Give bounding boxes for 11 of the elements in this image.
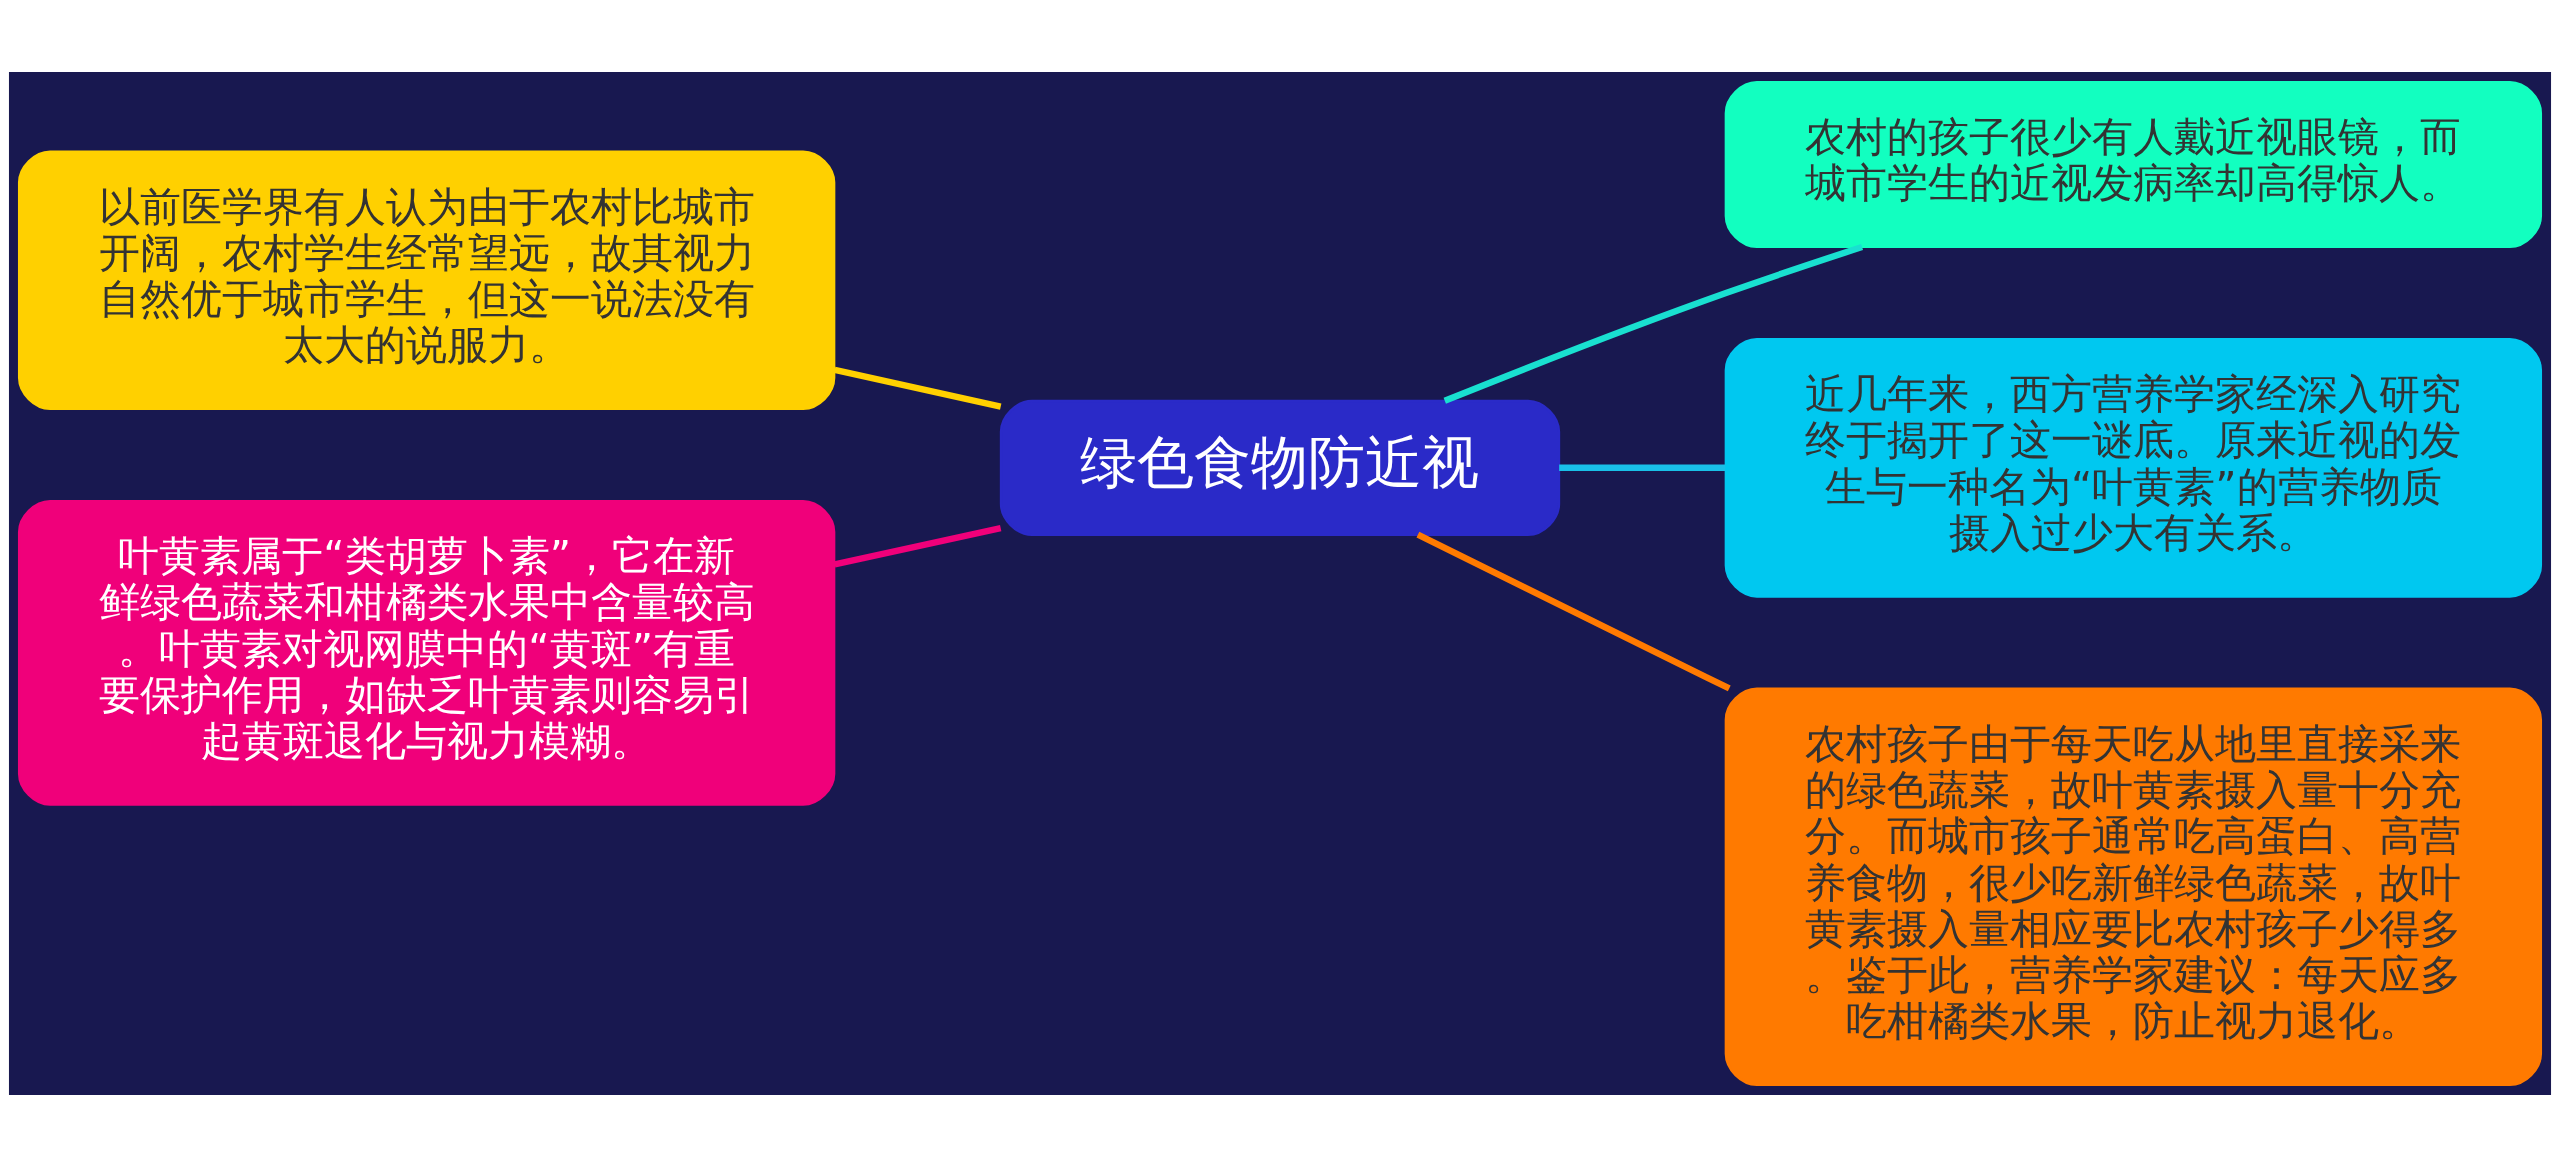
connector xyxy=(1443,243,1864,404)
node-box: 绿色食物防近视 xyxy=(999,399,1561,536)
node-box: 叶黄素属于“类胡萝卜素”，它在新鲜绿色蔬菜和柑橘类水果中含量较高。叶黄素对视网膜中的“黄斑”有重要保护作用，如缺乏叶黄素则容易引起黄斑退化与视力模糊。 xyxy=(17,499,836,806)
node-box: 以前医学界有人认为由于农村比城市开阔，农村学生经常望远，故其视力自然优于城市学生，但这一说法没有太大的说服力。 xyxy=(17,149,836,410)
connector xyxy=(1559,464,1726,471)
connector xyxy=(834,366,1002,410)
connector xyxy=(1416,531,1731,691)
node-box: 近几年来，西方营养学家经深入研究终于揭开了这一谜底。原来近视的发生与一种名为“叶黄素”的营养物质摄入过少大有关系。 xyxy=(1724,337,2543,598)
node-box: 农村孩子由于每天吃从地里直接采来的绿色蔬菜，故叶黄素摄入量十分充分。而城市孩子通常吃高蛋白、高营养食物，很少吃新鲜绿色蔬菜，故叶黄素摄入量相应要比农村孩子少得多。鉴于此，营养学家建议：每天应多吃柑橘类水果，防止视力退化。 xyxy=(1724,687,2543,1086)
node-box: 农村的孩子很少有人戴近视眼镜，而城市学生的近视发病率却高得惊人。 xyxy=(1724,80,2543,248)
connector xyxy=(834,524,1002,568)
